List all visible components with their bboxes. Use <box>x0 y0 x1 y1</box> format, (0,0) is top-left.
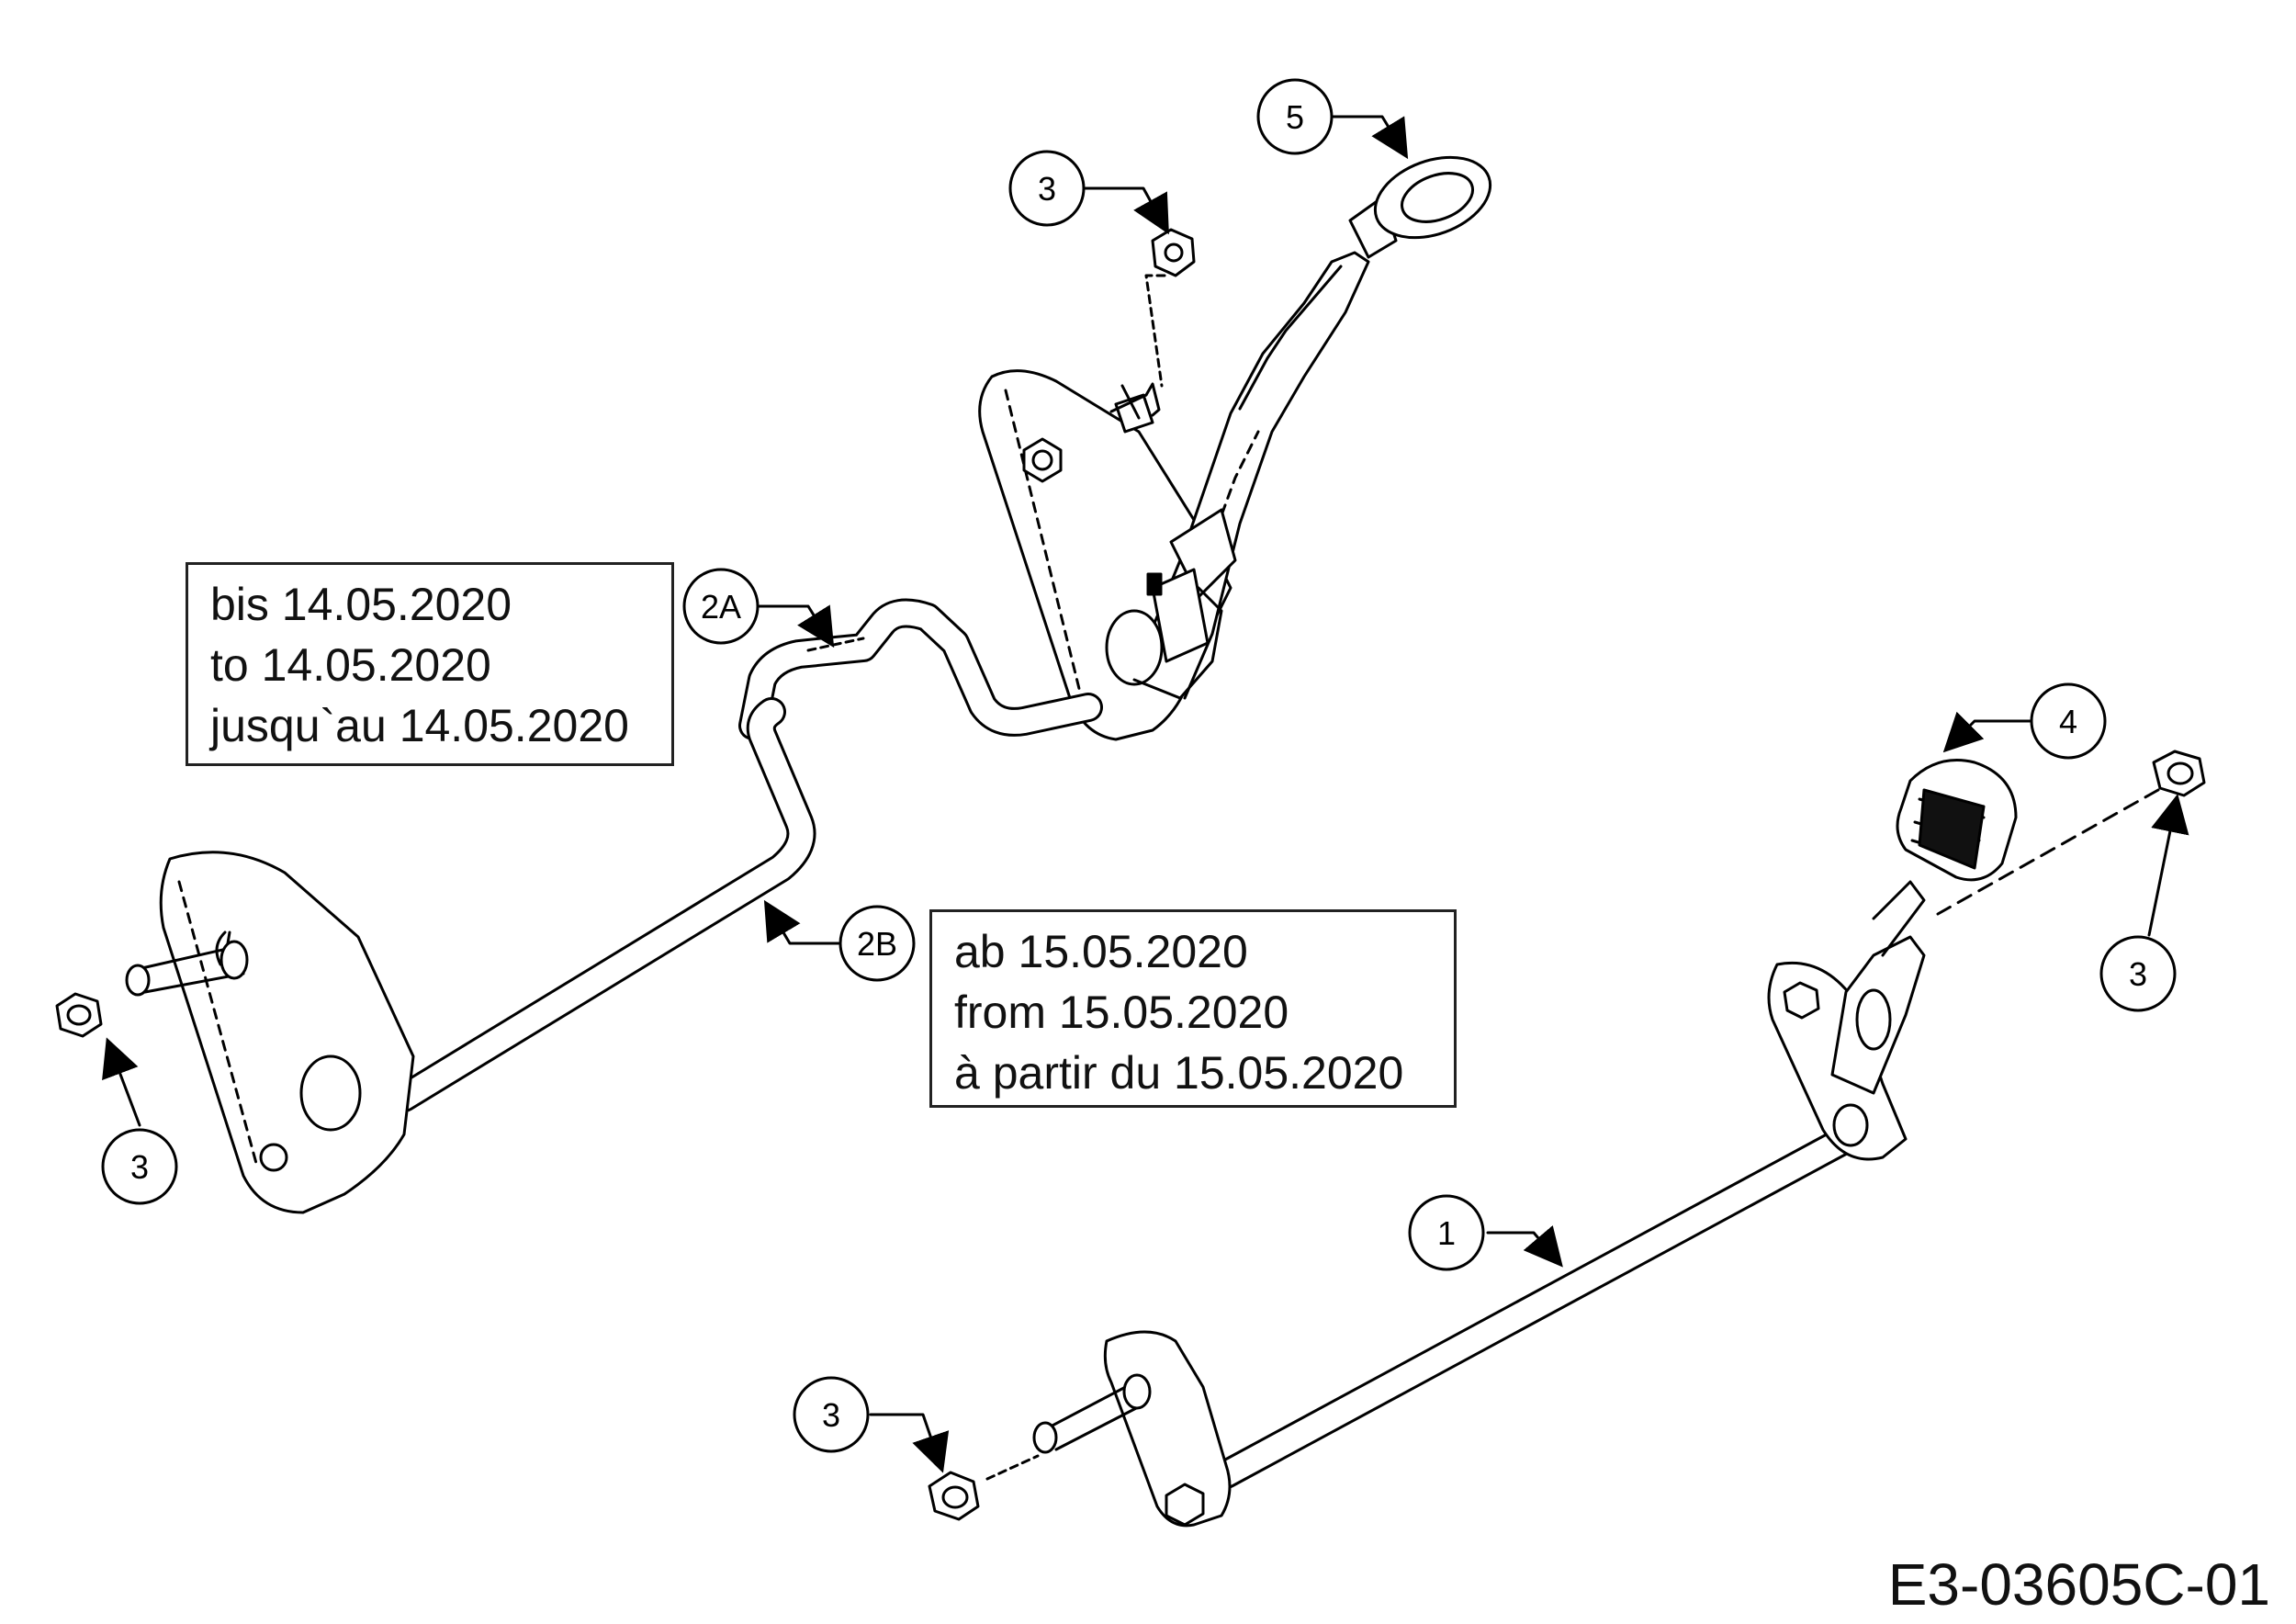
svg-text:3: 3 <box>1038 170 1056 208</box>
callout-5: 5 <box>1256 78 1334 155</box>
lower-left-plate <box>1032 1330 1232 1528</box>
svg-text:3: 3 <box>130 1148 149 1186</box>
note-before-line-2: to 14.05.2020 <box>210 639 491 691</box>
nut-bottom <box>928 1454 1040 1521</box>
callout-4: 4 <box>2030 682 2107 760</box>
left-bracket-plate <box>159 851 415 1214</box>
leader-3-bottom <box>869 1413 950 1473</box>
lower-right-plate <box>1767 880 1926 1161</box>
callout-2a: 2A <box>682 568 760 645</box>
callout-1: 1 <box>1408 1194 1485 1271</box>
note-before-line-3: jusqu`au 14.05.2020 <box>210 700 629 751</box>
callout-3-left: 3 <box>101 1128 178 1205</box>
lever-grip-5 <box>1348 155 1492 259</box>
svg-text:4: 4 <box>2059 703 2077 740</box>
leader-1 <box>1486 1224 1563 1268</box>
lower-shaft-1 <box>1211 1124 1861 1489</box>
left-pin <box>125 940 249 997</box>
svg-text:1: 1 <box>1437 1214 1456 1252</box>
svg-text:2B: 2B <box>857 925 897 963</box>
note-before-line-1: bis 14.05.2020 <box>210 579 512 630</box>
leader-4 <box>1942 711 2033 753</box>
nut-right <box>1936 750 2206 916</box>
note-after-line-3: à partir du 15.05.2020 <box>954 1047 1404 1099</box>
svg-text:3: 3 <box>2129 955 2147 993</box>
note-after-line-1: ab 15.05.2020 <box>954 926 1248 977</box>
note-before-date: bis 14.05.2020 to 14.05.2020 jusqu`au 14… <box>186 562 674 766</box>
leader-2a <box>753 604 835 648</box>
callout-2b: 2B <box>838 905 916 982</box>
leader-3-top <box>1080 186 1169 235</box>
lever-handle <box>1105 251 1370 700</box>
callout-3-top: 3 <box>1008 150 1086 227</box>
callout-3-right: 3 <box>2099 935 2177 1012</box>
nut-left <box>55 992 103 1038</box>
leader-2b <box>763 899 840 945</box>
leader-5 <box>1330 115 1409 160</box>
callout-3-bottom: 3 <box>793 1376 870 1453</box>
drawing-code: E3-03605C-01 <box>1887 1551 2270 1618</box>
leader-3-left <box>102 1037 141 1127</box>
svg-text:3: 3 <box>822 1396 840 1434</box>
upper-bolt <box>1109 382 1161 420</box>
crank-rod-2b <box>389 697 816 1112</box>
svg-text:5: 5 <box>1286 98 1304 136</box>
note-after-date: ab 15.05.2020 from 15.05.2020 à partir d… <box>929 909 1457 1108</box>
note-after-line-2: from 15.05.2020 <box>954 987 1289 1038</box>
leader-3-right <box>2147 794 2189 937</box>
bushing-4 <box>1896 759 2018 882</box>
nut-top <box>1144 228 1196 388</box>
svg-text:2A: 2A <box>701 588 741 626</box>
crank-rod-2a <box>738 598 1103 740</box>
